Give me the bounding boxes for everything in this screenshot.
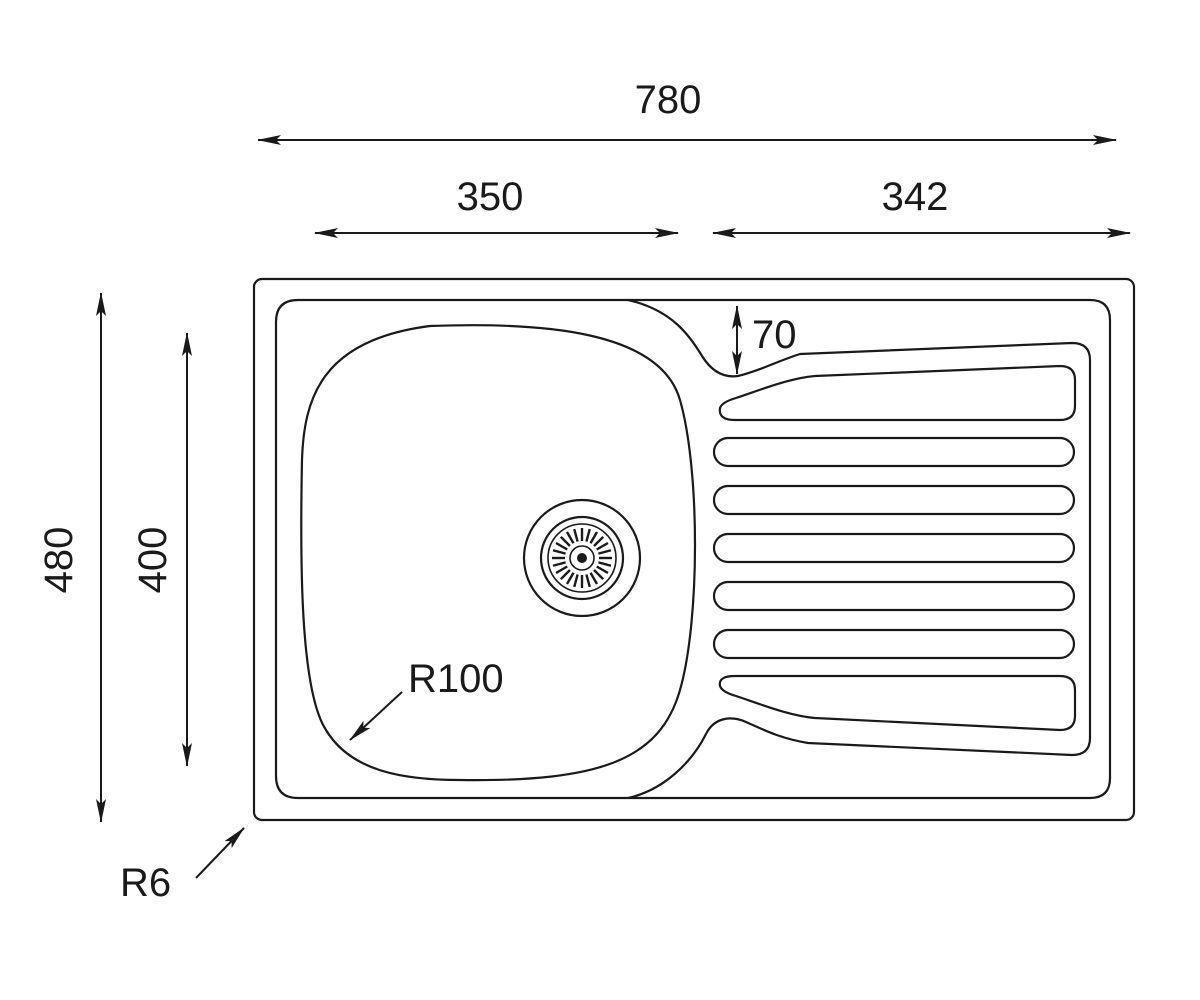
- strainer-slot: [555, 541, 568, 551]
- bowl-depth-dimension: 400: [131, 332, 192, 767]
- strainer-slot: [552, 549, 566, 555]
- strainer-slot: [598, 561, 612, 567]
- drainer-rib: [718, 674, 1077, 732]
- strainer-slot: [596, 565, 609, 575]
- strainer-slot: [593, 569, 605, 581]
- strainer-slot: [552, 561, 566, 567]
- bowl-width-label: 350: [457, 175, 524, 219]
- bowl-radius-callout: R100: [349, 657, 504, 741]
- corner-radius-callout: R6: [120, 827, 245, 905]
- drainer-offset-dimension: 70: [732, 305, 797, 375]
- strainer-slot: [589, 531, 599, 544]
- overall-depth-dimension: 480: [37, 292, 106, 823]
- drainer-rib: [718, 364, 1077, 422]
- overall-width-label: 780: [635, 78, 702, 122]
- drainer-rib: [712, 580, 1076, 612]
- sink-bowl: [300, 324, 697, 782]
- strainer-slot: [593, 535, 605, 547]
- strainer-slot: [589, 572, 599, 585]
- strainer-slot: [573, 528, 579, 542]
- drainer-width-label: 342: [882, 175, 949, 219]
- drainer-rib: [712, 436, 1076, 468]
- sink-outer-frame: [252, 277, 1136, 822]
- drainer-rib: [712, 484, 1076, 516]
- strainer-slot: [585, 574, 591, 588]
- strainer-slot: [598, 549, 612, 555]
- strainer-slot: [573, 574, 579, 588]
- strainer-slots: [552, 528, 612, 588]
- strainer-slot: [596, 541, 609, 551]
- strainer-slot: [555, 565, 568, 575]
- overall-width-dimension: 780: [257, 78, 1117, 145]
- strainer-slot: [559, 535, 571, 547]
- bowl-radius-label: R100: [408, 657, 504, 701]
- strainer-slot: [559, 569, 571, 581]
- strainer-slot: [565, 531, 575, 544]
- drain-strainer: [522, 498, 642, 618]
- sink-rim-outline: [274, 298, 1092, 800]
- bowl-depth-label: 400: [131, 527, 175, 594]
- drainer-ribs: [712, 364, 1077, 732]
- drainer-offset-label: 70: [752, 313, 797, 357]
- drainer-rib: [712, 628, 1076, 660]
- drainer-rib: [712, 532, 1076, 564]
- overall-depth-label: 480: [37, 527, 81, 594]
- bowl-width-dimension: 350: [314, 175, 679, 238]
- sink-rim-outer-right: [626, 298, 1112, 800]
- corner-radius-label: R6: [120, 861, 171, 905]
- drainer-width-dimension: 342: [712, 175, 1131, 238]
- strainer-slot: [565, 572, 575, 585]
- strainer-slot: [585, 528, 591, 542]
